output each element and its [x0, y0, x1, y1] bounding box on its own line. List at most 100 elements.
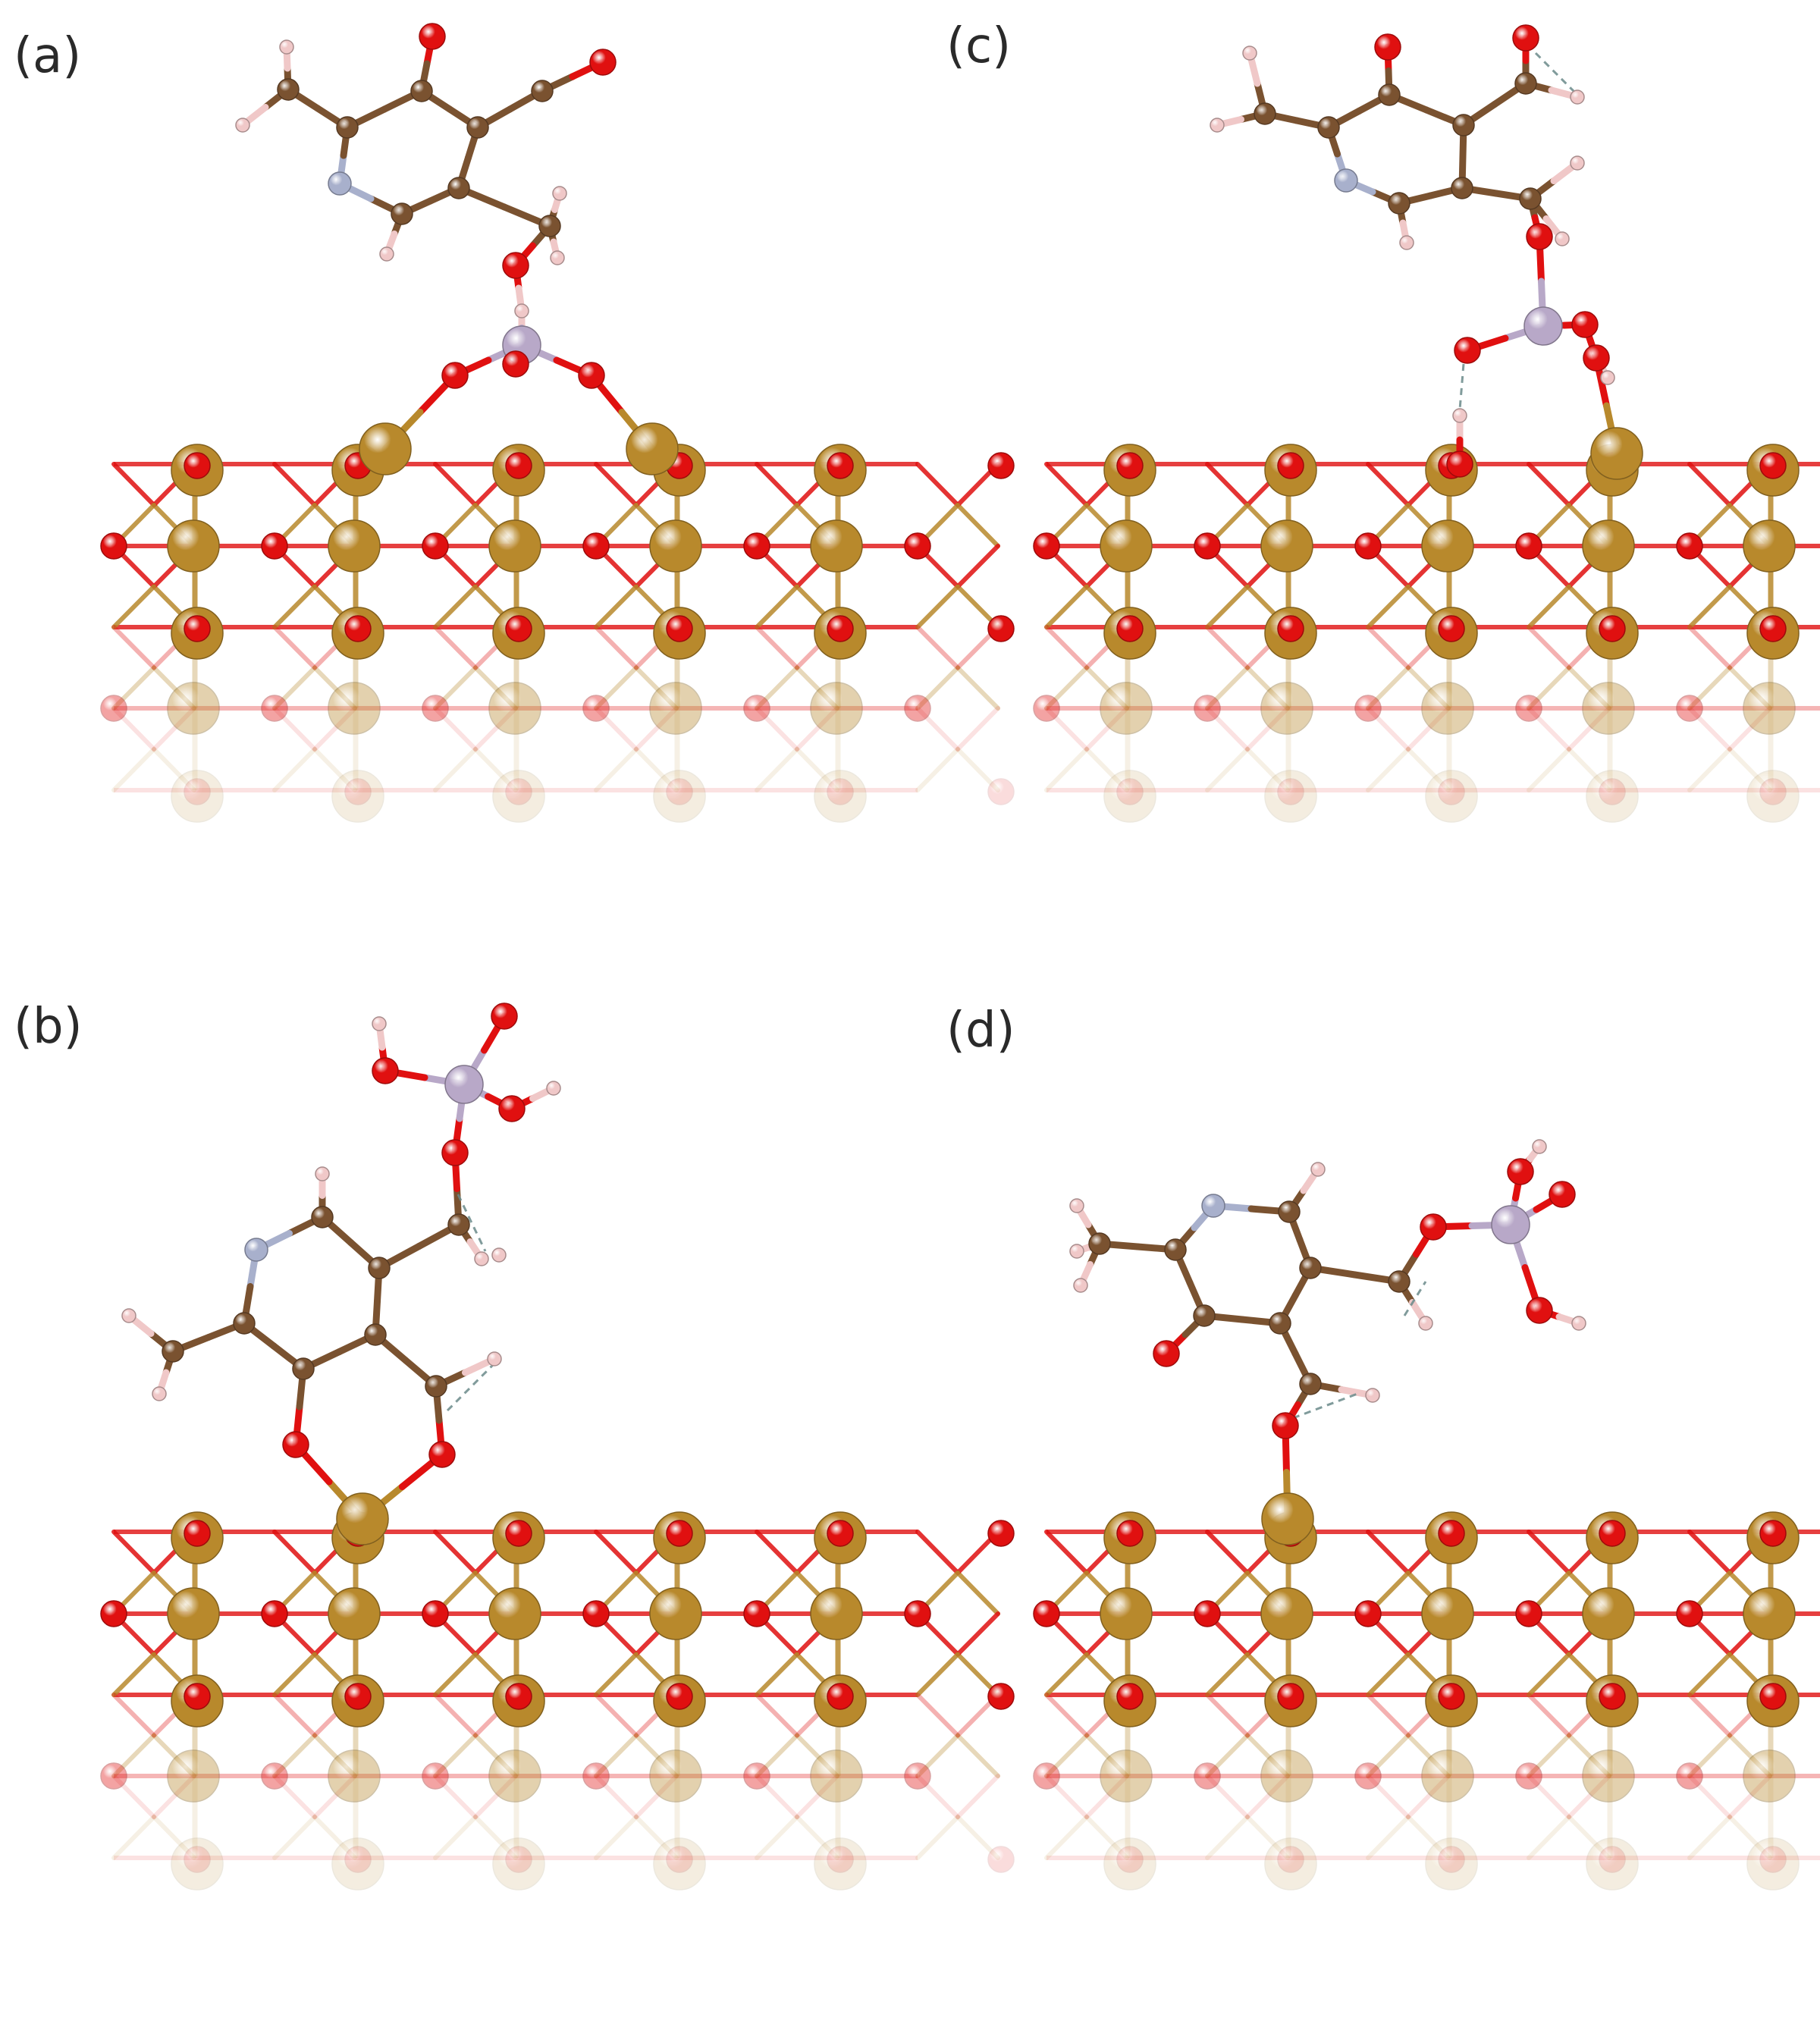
- phosphorus-atom: [1491, 1205, 1530, 1244]
- oxygen-atom: [1583, 344, 1610, 372]
- bond-segment: [1205, 747, 1250, 792]
- bond-segment: [111, 1693, 156, 1738]
- hydrogen-atom: [1399, 235, 1414, 250]
- iron-atom: [1261, 1492, 1314, 1545]
- iron-atom: [649, 682, 702, 735]
- bond-segment: [111, 625, 156, 670]
- iron-atom: [649, 1749, 702, 1803]
- bond-segment: [915, 1530, 960, 1575]
- iron-atom: [1421, 519, 1474, 573]
- bond-segment: [755, 1815, 799, 1860]
- hydrogen-atom: [491, 1247, 507, 1263]
- bond-segment: [956, 1774, 1000, 1819]
- carbon-atom: [368, 1257, 391, 1279]
- oxygen-atom: [1277, 1683, 1304, 1710]
- bond-segment: [1205, 1693, 1250, 1738]
- oxygen-atom: [1277, 1846, 1304, 1873]
- oxygen-atom: [1599, 1846, 1626, 1873]
- carbon-atom: [1317, 116, 1340, 139]
- bond-segment: [272, 1530, 317, 1575]
- bond-segment: [272, 462, 317, 507]
- oxygen-atom: [428, 1441, 456, 1468]
- hydrogen-atom: [550, 250, 565, 265]
- bond-segment: [915, 1652, 960, 1697]
- oxygen-atom: [582, 695, 610, 722]
- phosphorus-atom: [444, 1065, 484, 1104]
- iron-atom: [328, 682, 381, 735]
- iron-atom: [167, 1587, 220, 1640]
- carbon-atom: [391, 202, 413, 225]
- iron-atom: [1582, 519, 1635, 573]
- bond-segment: [1044, 1693, 1089, 1738]
- carbon-atom: [410, 80, 433, 102]
- oxygen-atom: [827, 1846, 854, 1873]
- oxygen-atom: [1277, 778, 1304, 805]
- hydrogen-atom: [235, 118, 250, 133]
- bond-segment: [1366, 462, 1410, 507]
- bond-segment: [433, 747, 478, 792]
- oxygen-atom: [1759, 1846, 1787, 1873]
- hydrogen-atom: [279, 39, 294, 55]
- bond-segment: [1527, 1530, 1571, 1575]
- iron-atom: [810, 1749, 863, 1803]
- hydrogen-atom: [1571, 1316, 1586, 1331]
- nitrogen-atom: [1334, 168, 1358, 193]
- oxygen-atom: [100, 1600, 127, 1627]
- hydrogen-atom: [487, 1351, 502, 1366]
- bond-segment: [1044, 1652, 1089, 1697]
- iron-atom: [328, 519, 381, 573]
- bond-segment: [594, 1652, 639, 1697]
- oxygen-atom: [344, 1683, 372, 1710]
- hydrogen-bond: [1403, 1281, 1427, 1316]
- iron-atom: [1743, 682, 1796, 735]
- bond-segment: [1687, 747, 1732, 792]
- carbon-atom: [1299, 1257, 1322, 1279]
- hydrogen-atom: [315, 1166, 330, 1181]
- oxygen-atom: [491, 1003, 518, 1030]
- hydrogen-atom: [1365, 1388, 1380, 1403]
- oxygen-atom: [1116, 778, 1144, 805]
- carbon-atom: [292, 1357, 315, 1380]
- bond-segment: [594, 625, 639, 670]
- oxygen-atom: [1033, 1762, 1060, 1790]
- bond-segment: [1044, 1530, 1089, 1575]
- oxygen-atom: [1438, 778, 1465, 805]
- hydrogen-bond: [1534, 52, 1579, 96]
- bond-segment: [956, 706, 1000, 751]
- oxygen-atom: [100, 695, 127, 722]
- oxygen-atom: [184, 778, 211, 805]
- panel-c-structure: [1033, 24, 1820, 823]
- oxygen-atom: [1277, 615, 1304, 642]
- oxygen-atom: [1512, 24, 1539, 52]
- oxygen-atom: [422, 1600, 449, 1627]
- bond-segment: [956, 665, 1000, 711]
- nitrogen-atom: [244, 1238, 268, 1262]
- bond-segment: [915, 625, 960, 670]
- carbon-atom: [466, 116, 489, 139]
- bond-segment: [594, 462, 639, 507]
- oxygen-atom: [1116, 615, 1144, 642]
- oxygen-atom: [1420, 1213, 1447, 1241]
- oxygen-atom: [100, 1762, 127, 1790]
- iron-atom: [1100, 682, 1153, 735]
- bond-segment: [956, 503, 1000, 548]
- bond-segment: [594, 1815, 639, 1860]
- bond-segment: [956, 1570, 1000, 1616]
- carbon-atom: [1278, 1200, 1301, 1223]
- oxygen-atom: [184, 615, 211, 642]
- oxygen-atom: [1116, 1520, 1144, 1547]
- oxygen-atom: [1676, 532, 1703, 560]
- carbon-atom: [447, 177, 470, 199]
- oxygen-atom: [743, 1600, 770, 1627]
- hydrogen-atom: [514, 303, 529, 318]
- bond-segment: [915, 1815, 960, 1860]
- panel-label-c: (c): [946, 18, 1011, 74]
- bond-segment: [1366, 1530, 1410, 1575]
- oxygen-atom: [1599, 778, 1626, 805]
- iron-atom: [488, 1749, 541, 1803]
- oxygen-atom: [1277, 452, 1304, 479]
- oxygen-atom: [502, 252, 529, 279]
- bond-segment: [272, 584, 317, 629]
- bond-segment: [755, 1530, 799, 1575]
- oxygen-atom: [282, 1431, 309, 1458]
